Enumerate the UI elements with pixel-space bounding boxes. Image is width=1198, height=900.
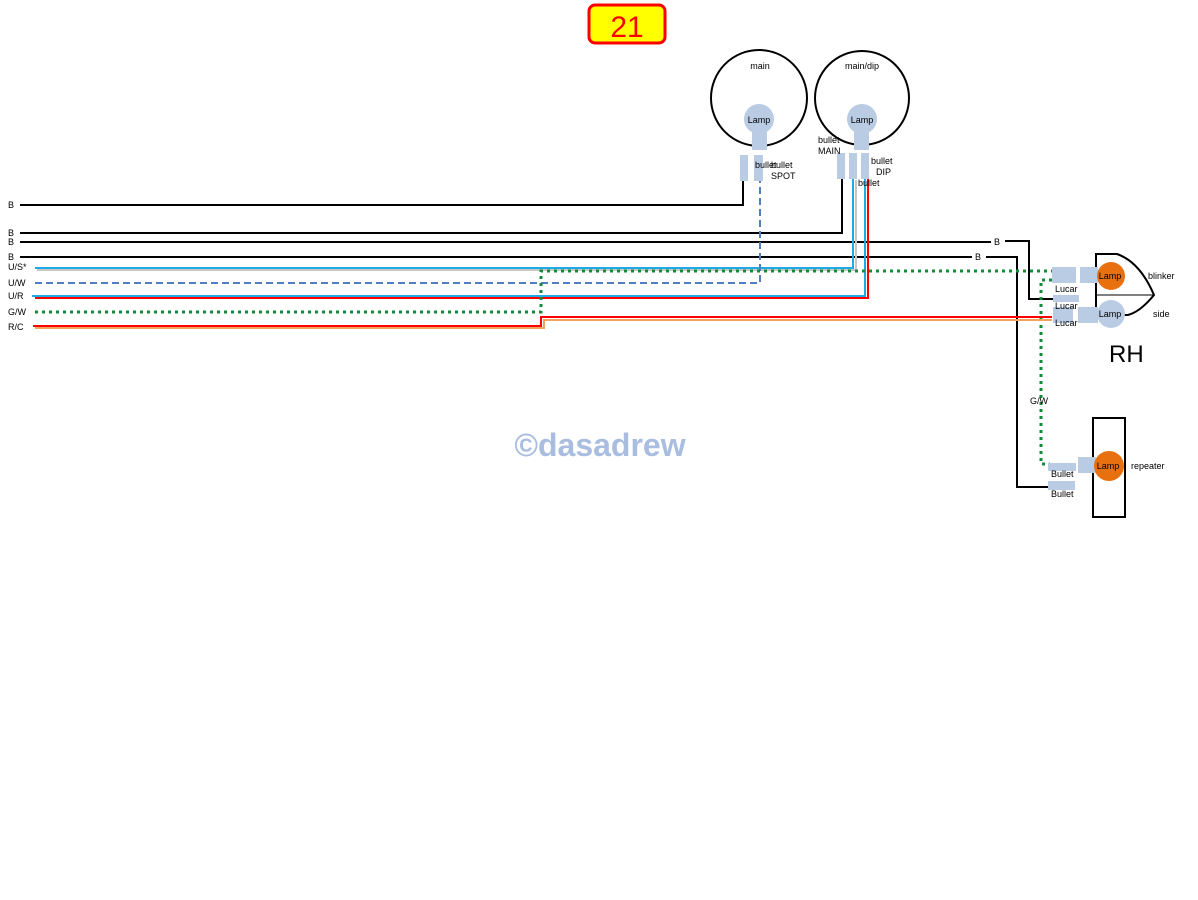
lucar-label: Lucar	[1055, 318, 1078, 328]
wire-labels: B B B B U/S* U/W U/R G/W R/C	[8, 200, 27, 332]
wire-ur-blue	[32, 179, 866, 297]
bullet-connector	[1048, 481, 1075, 490]
bullet-connector	[849, 153, 857, 179]
dip-label: DIP	[876, 167, 891, 177]
wire-label-gw: G/W	[8, 307, 27, 317]
wire-label-b2: B	[8, 228, 14, 238]
blinker-lamp-icon	[1097, 262, 1125, 290]
bullet-label: Bullet	[1051, 489, 1074, 499]
side-lamp-icon	[1097, 300, 1125, 328]
wire-label-us: U/S*	[8, 262, 27, 272]
wire-label-b3: B	[8, 237, 14, 247]
repeater-unit: Lamp repeater Bullet Bullet	[1048, 417, 1165, 518]
bullet-label: Bullet	[1051, 469, 1074, 479]
wire-label-b4: B	[8, 252, 14, 262]
side-label: side	[1153, 309, 1170, 319]
wire-label-b: B	[975, 252, 981, 262]
wire-uw	[35, 181, 761, 284]
wire-b-spot	[20, 181, 744, 206]
repeater-label: repeater	[1131, 461, 1165, 471]
wire-label-ur: U/R	[8, 291, 24, 301]
bullet-label: bullet	[755, 160, 777, 170]
wires	[20, 179, 1053, 488]
wire-label-gw: G/W	[1030, 396, 1049, 406]
bullet-label: bullet	[858, 178, 880, 188]
lamp-label: Lamp	[1099, 309, 1122, 319]
rh-indicator-unit: B B Lamp Lamp Lucar Lucar Lucar blinker …	[975, 237, 1175, 406]
lucar-connector	[1052, 267, 1076, 283]
watermark: ©dasadrew	[514, 427, 685, 463]
lamp-bulb-icon	[847, 104, 877, 134]
wire-label-b: B	[994, 237, 1000, 247]
page-number: 21	[610, 11, 643, 44]
wire-us	[35, 179, 854, 269]
repeater-lamp-icon	[1094, 451, 1124, 481]
lucar-connector	[1053, 307, 1073, 323]
bullet-connector	[1048, 463, 1076, 471]
lamp-label: Lamp	[851, 115, 874, 125]
wire-label-rc: R/C	[8, 322, 24, 332]
wire-label-uw: U/W	[8, 278, 26, 288]
main-label: MAIN	[818, 146, 841, 156]
bullet-connector	[740, 155, 748, 181]
wire-b-repeater	[20, 256, 1050, 488]
lucar-label: Lucar	[1055, 284, 1078, 294]
lamp-label: Lamp	[748, 115, 771, 125]
bullet-connector-main	[837, 153, 845, 179]
lamp-label: Lamp	[1099, 271, 1122, 281]
lucar-connector	[1053, 295, 1079, 302]
lucar-label: Lucar	[1055, 301, 1078, 311]
bullet-connector-dip	[861, 153, 869, 179]
lamp-bulb-icon	[744, 104, 774, 134]
bullet-label: bullet	[871, 156, 893, 166]
lamp-label: Lamp	[1097, 461, 1120, 471]
spot-label: SPOT	[771, 171, 796, 181]
wire-ur-red	[35, 179, 869, 299]
rh-title: RH	[1109, 341, 1144, 368]
blinker-label: blinker	[1148, 271, 1175, 281]
wire-gw	[35, 269, 1052, 314]
page-number-badge: 21	[587, 3, 667, 45]
wire-rc-orange	[35, 319, 1052, 329]
bullet-label: bullet	[818, 135, 840, 145]
headlamp-main: main Lamp bullet bullet SPOT	[710, 49, 808, 181]
headlamp-main-title: main	[750, 61, 770, 71]
headlamp-main-dip: main/dip Lamp bullet MAIN bullet DIP bul…	[814, 50, 910, 188]
wire-rc-red	[33, 316, 1052, 327]
headlamp-dip-title: main/dip	[845, 61, 879, 71]
bullet-connector-spot	[754, 155, 763, 181]
wire-gw-repeater	[1039, 278, 1052, 466]
wire-label-b1: B	[8, 200, 14, 210]
bullet-label: bullet	[771, 160, 793, 170]
wire-b-main	[20, 179, 843, 234]
